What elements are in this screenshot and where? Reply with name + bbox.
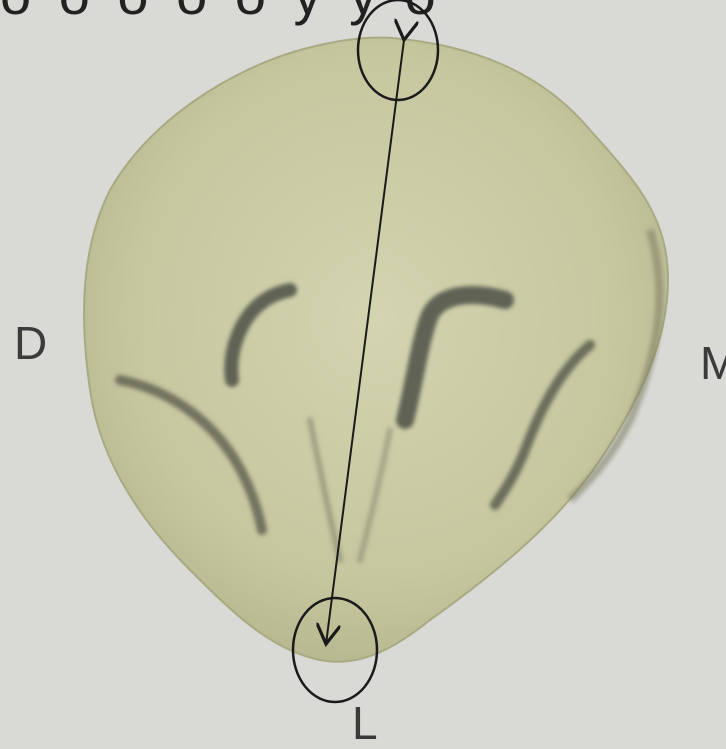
- distal-label: D: [14, 320, 47, 366]
- mesial-label: M: [700, 340, 726, 386]
- lingual-label: L: [352, 700, 378, 746]
